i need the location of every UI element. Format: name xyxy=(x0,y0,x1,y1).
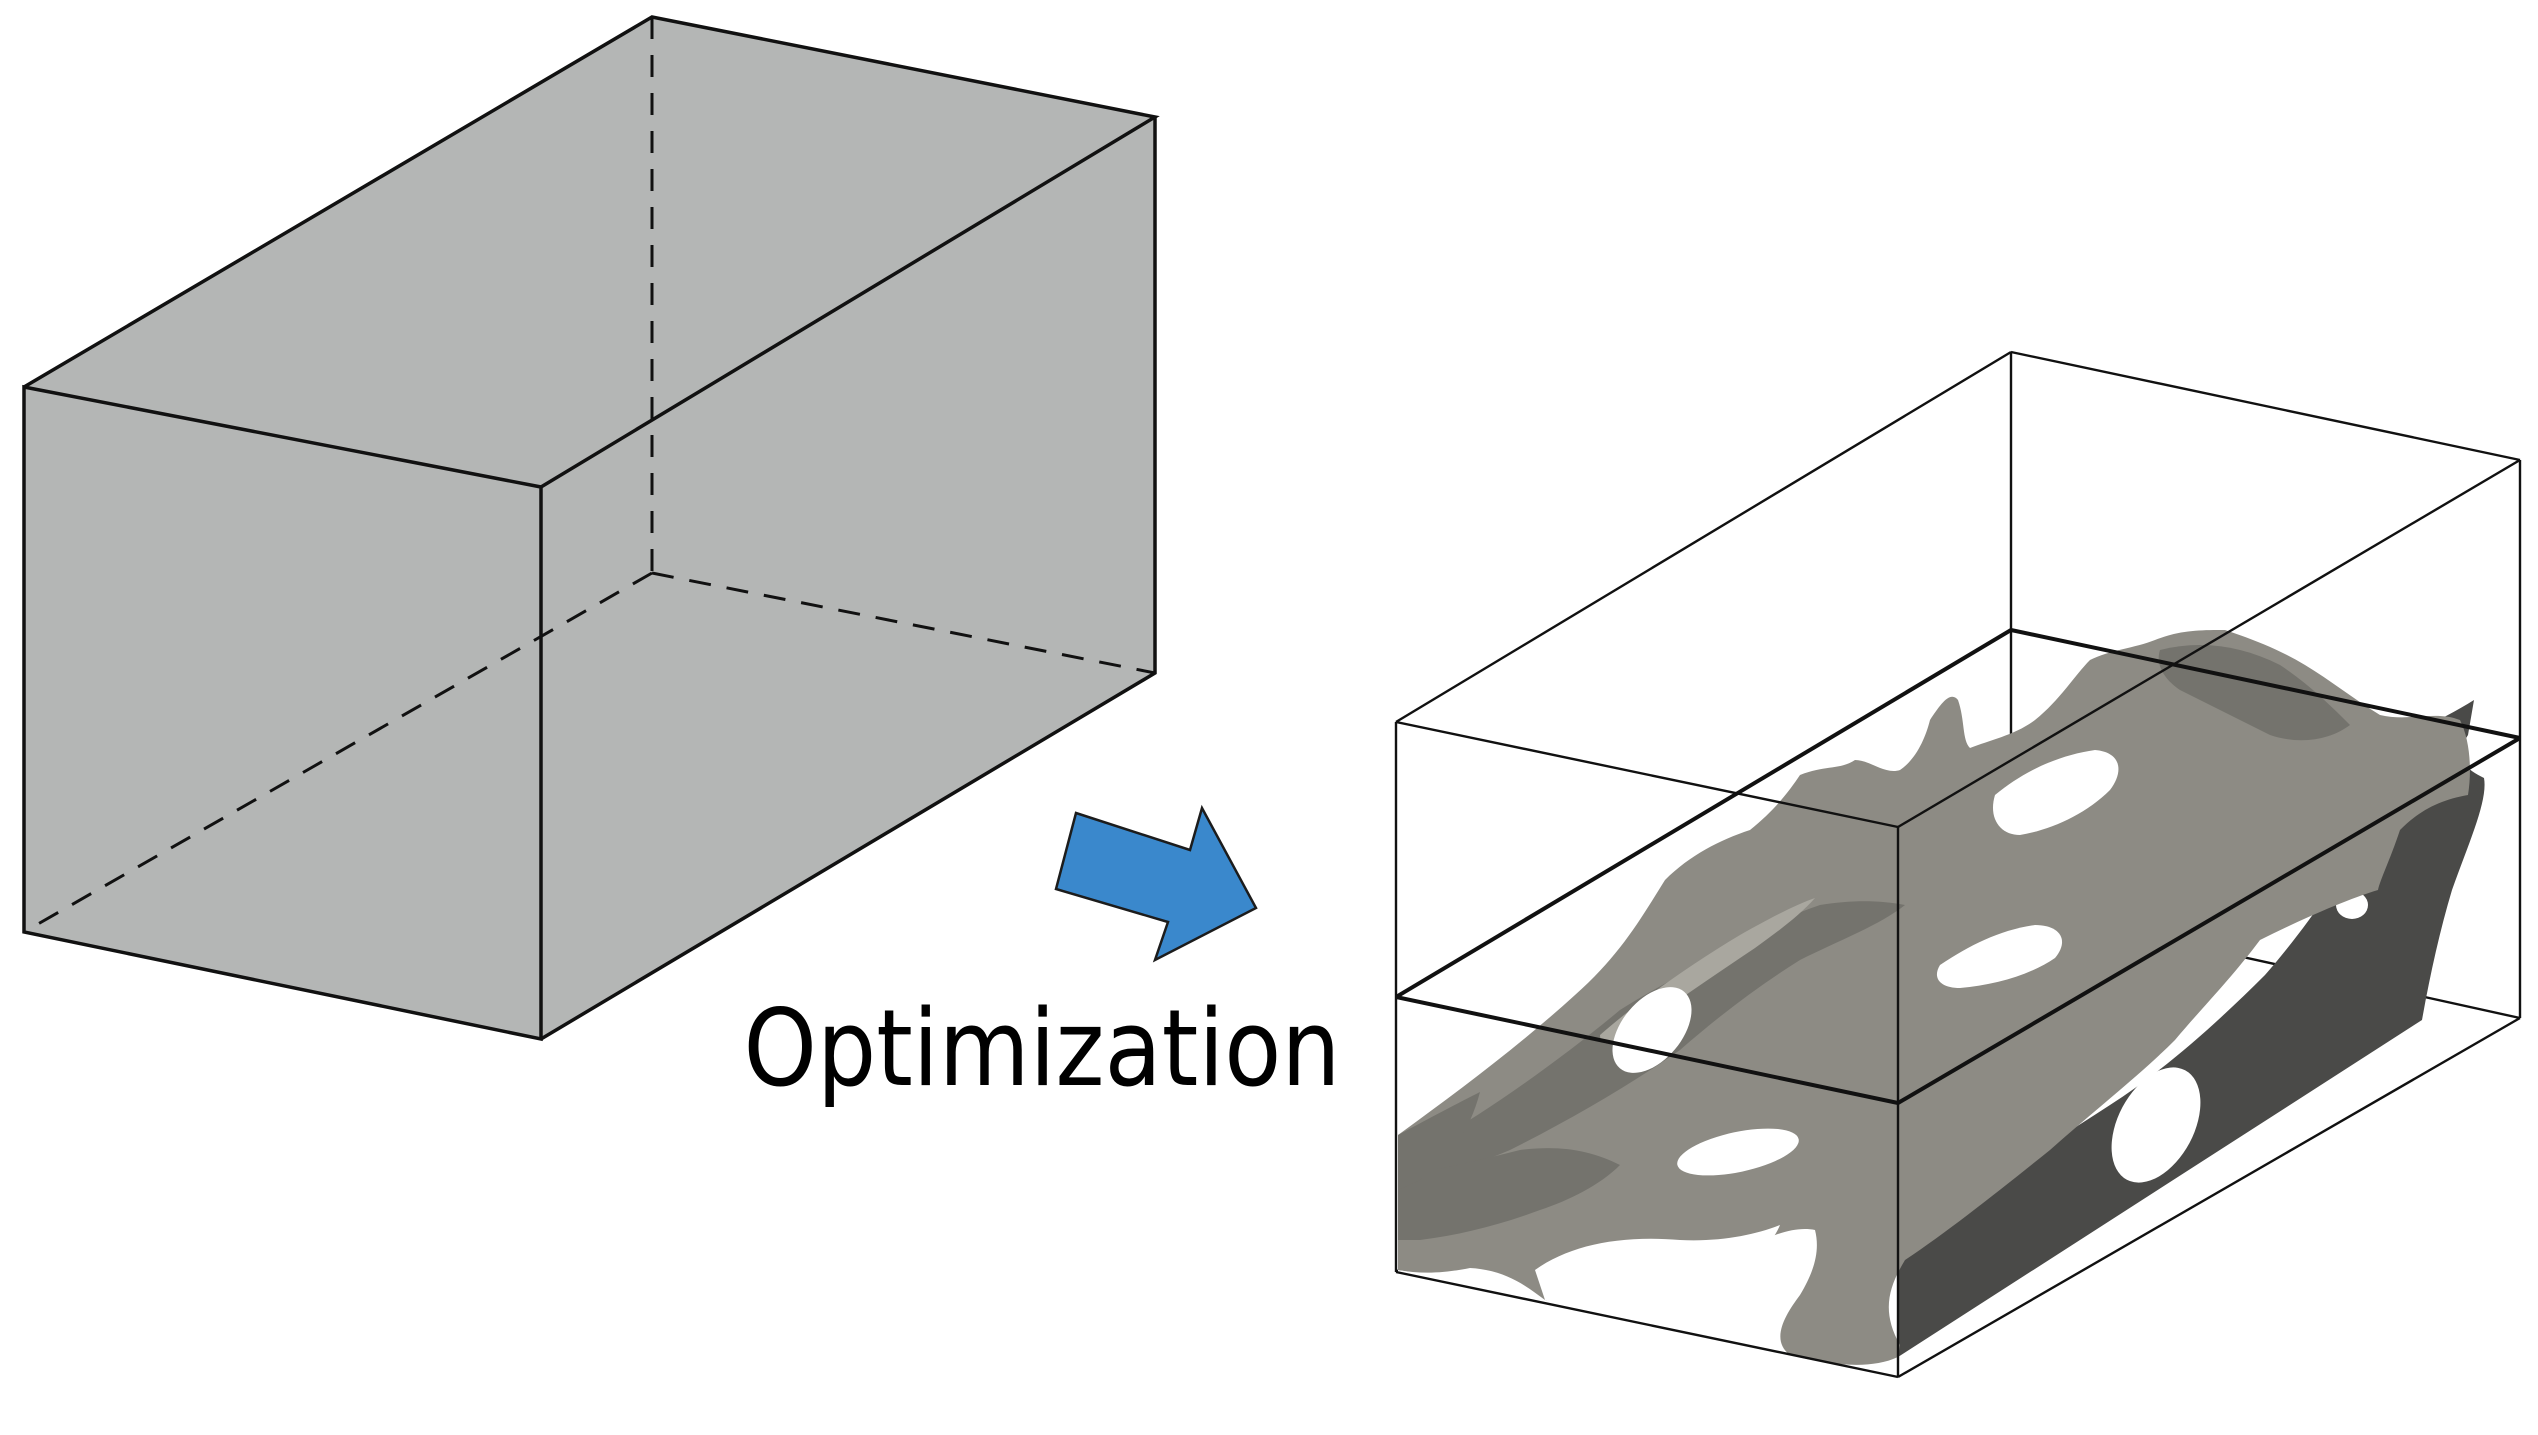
visible-edges xyxy=(22,15,1160,1042)
section-front-edge xyxy=(1395,995,1899,1105)
web-hole-large xyxy=(2111,1067,2201,1183)
hole-right-upper xyxy=(1992,750,2119,835)
hidden-edges xyxy=(23,17,1156,934)
structure-main-body xyxy=(1398,630,2470,1365)
section-plane xyxy=(1394,628,2522,1105)
structure-back-web xyxy=(1898,700,2485,1357)
hole-bottom-left-corner xyxy=(1398,1270,1480,1305)
section-back-edge xyxy=(2010,628,2521,740)
process-arrow-shape xyxy=(1054,804,1258,963)
section-left-edge xyxy=(1394,628,2013,999)
structure-upper-dark-patch xyxy=(2158,645,2350,741)
structure-left-end xyxy=(1398,1092,1480,1190)
hidden-edge-width xyxy=(23,571,653,934)
box-front-bottom-edge xyxy=(1395,1270,1899,1379)
box-front-top-edge xyxy=(1395,720,1899,829)
hole-lower-left xyxy=(1535,1225,1780,1305)
optimized-structure xyxy=(1398,630,2485,1365)
step-label: Optimization xyxy=(744,987,1341,1110)
optimized-result xyxy=(1394,350,2522,1379)
top-face-outline xyxy=(23,15,1160,489)
initial-block-fill xyxy=(24,17,1155,1039)
hole-left-upper xyxy=(1612,987,1692,1073)
box-back-top-edge xyxy=(2010,350,2521,462)
arrow-right-icon xyxy=(1054,804,1258,963)
hole-right-center xyxy=(1936,925,2063,988)
box-bottom-right-edge xyxy=(1897,1016,2521,1379)
right-face-outline xyxy=(540,117,1157,1041)
hidden-edge-depth xyxy=(651,571,1156,675)
structure-holes xyxy=(1398,750,2119,1305)
section-right-edge xyxy=(1896,736,2522,1105)
structure-lower-left-shade xyxy=(1398,1148,1620,1240)
hole-center xyxy=(1677,1128,1799,1176)
box-outer-top-outline xyxy=(1395,350,2012,724)
box-top-right-edge xyxy=(1897,458,2521,829)
initial-design-block xyxy=(22,15,1160,1042)
